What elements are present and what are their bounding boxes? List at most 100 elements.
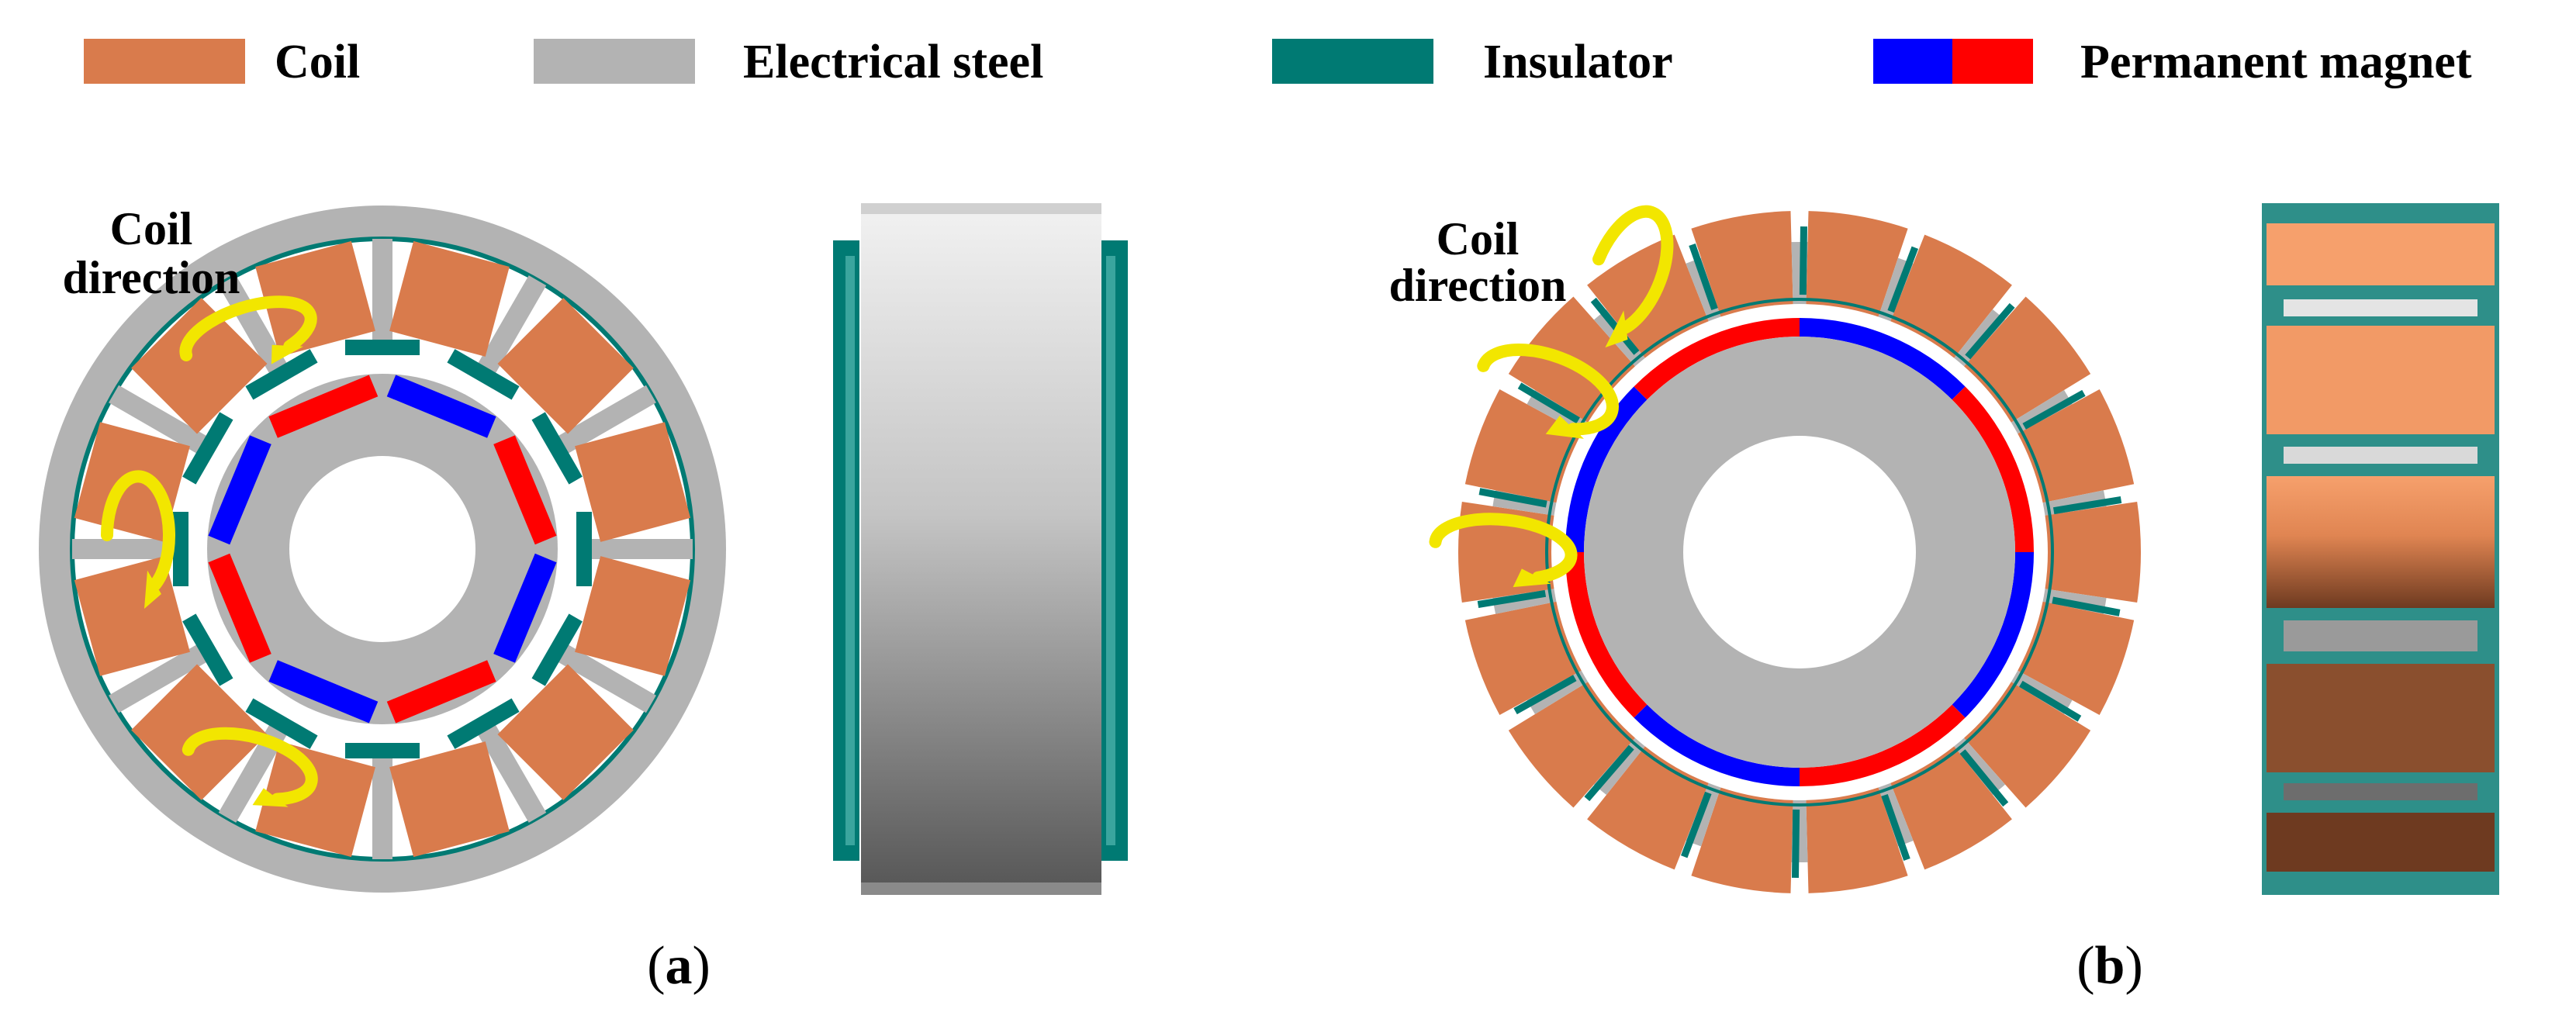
b-coil-arrow-3-ring bbox=[1429, 513, 1578, 584]
a-coil bbox=[575, 556, 691, 676]
b-insulator-inner-ring bbox=[1545, 298, 2054, 806]
a-tooth-shoe bbox=[182, 412, 233, 485]
b-magnet-segment bbox=[1565, 386, 1648, 552]
a-tooth-shoe bbox=[345, 340, 420, 355]
b-magnet-segment bbox=[1634, 704, 1800, 786]
a-permanent-magnet bbox=[268, 660, 379, 724]
a-shaft-hole bbox=[289, 456, 475, 642]
b-magnet-segment bbox=[1952, 386, 2034, 552]
a-coil bbox=[255, 741, 375, 858]
b-coil-arrow-2 bbox=[1477, 344, 1619, 439]
b-slot-insulator bbox=[1881, 793, 1910, 862]
a-tooth-shoe bbox=[447, 349, 520, 400]
side-b-coil-4 bbox=[2267, 664, 2495, 772]
a-stator-tooth bbox=[72, 539, 175, 559]
side-a-left-insulator-inner bbox=[845, 256, 855, 845]
b-slot-insulator bbox=[1959, 749, 2009, 807]
caption-a-close: ) bbox=[693, 936, 711, 996]
a-stator-tooth bbox=[477, 275, 547, 375]
legend-label-magnet: Permanent magnet bbox=[2080, 36, 2472, 88]
a-coil-arrow-top bbox=[179, 295, 317, 364]
a-coil-arrow-left-ring bbox=[101, 470, 175, 591]
b-coil-block bbox=[2018, 389, 2135, 503]
a-tooth-shoe bbox=[447, 698, 520, 749]
a-tooth-shoe bbox=[531, 613, 583, 686]
a-coil-arrow-bottom-ring bbox=[182, 727, 318, 806]
b-shaft-hole bbox=[1683, 436, 1916, 668]
a-tooth-shoe bbox=[182, 613, 233, 686]
b-coil-block bbox=[1464, 389, 1582, 503]
caption-a-open: ( bbox=[647, 936, 665, 996]
side-a-right-insulator-inner bbox=[1106, 256, 1115, 845]
a-stator-tooth bbox=[109, 385, 208, 454]
b-magnet-segment bbox=[1634, 318, 1800, 400]
a-coil-arrow-bottom-head bbox=[252, 788, 289, 807]
b-slot-insulator bbox=[1590, 297, 1640, 355]
annotation-b-line1: Coil bbox=[1437, 213, 1520, 264]
motor-a-radial-view bbox=[39, 206, 726, 893]
b-coil-block bbox=[1806, 787, 1908, 893]
b-slot-insulator bbox=[1680, 791, 1712, 858]
b-coil-block bbox=[1691, 787, 1793, 893]
a-coil-arrow-top-ring bbox=[179, 295, 317, 361]
b-slot-insulator bbox=[1478, 488, 1547, 508]
a-stator-tooth bbox=[557, 385, 656, 454]
annotation-a: Coil direction bbox=[63, 203, 240, 303]
a-stator-tooth bbox=[218, 275, 288, 375]
b-coil-arrow-1 bbox=[1592, 205, 1674, 348]
a-stator-tooth bbox=[477, 724, 547, 823]
legend-label-coil: Coil bbox=[275, 36, 360, 88]
b-coil-block bbox=[2018, 601, 2135, 715]
side-b-coil-5 bbox=[2267, 813, 2495, 872]
a-tooth-shoe bbox=[576, 512, 592, 586]
a-coil bbox=[575, 422, 691, 542]
legend-swatch-steel bbox=[534, 39, 695, 84]
b-magnet-segment bbox=[1952, 552, 2034, 718]
a-coil bbox=[497, 664, 634, 800]
a-coil bbox=[389, 240, 510, 357]
side-b-coil-3 bbox=[2267, 476, 2495, 608]
b-coil-arrow-1-head bbox=[1605, 310, 1628, 348]
a-tooth-shoe bbox=[245, 698, 318, 749]
a-coil bbox=[497, 298, 634, 434]
b-coil-block bbox=[2045, 501, 2141, 603]
a-permanent-magnet bbox=[493, 435, 557, 545]
b-coil-arrow-2-head bbox=[1545, 415, 1584, 439]
legend-swatch-magnet-red bbox=[1952, 39, 2033, 84]
a-permanent-magnet bbox=[208, 553, 271, 663]
legend-item-coil: Coil bbox=[84, 36, 360, 88]
annotation-a-line1: Coil bbox=[110, 203, 193, 254]
a-coil-arrow-left-head bbox=[144, 570, 161, 609]
b-coil-arrow-3 bbox=[1429, 513, 1578, 588]
b-coil-block bbox=[1587, 746, 1709, 870]
a-tooth-shoe bbox=[345, 743, 420, 758]
b-coil-arrow-1-ring bbox=[1592, 205, 1674, 334]
annotation-b-line2: direction bbox=[1389, 260, 1567, 311]
legend-swatch-insulator bbox=[1272, 39, 1433, 84]
caption-a-letter: a bbox=[666, 936, 693, 996]
side-b-gap-1 bbox=[2284, 299, 2477, 316]
b-slot-insulator bbox=[2052, 496, 2122, 515]
a-stator-tooth bbox=[590, 539, 693, 559]
b-slot-insulator bbox=[1887, 246, 1919, 313]
b-slot-insulator bbox=[1513, 675, 1577, 715]
b-coil-block bbox=[1890, 746, 2012, 870]
a-coil bbox=[255, 240, 375, 357]
legend: Coil Electrical steel Insulator Permanen… bbox=[84, 36, 2472, 88]
a-tooth-shoe bbox=[531, 412, 583, 485]
a-permanent-magnet bbox=[386, 375, 496, 438]
b-slot-insulator bbox=[1517, 382, 1580, 424]
a-stator-tooth bbox=[557, 644, 656, 713]
legend-swatch-coil bbox=[84, 39, 245, 84]
b-coil-block bbox=[1806, 211, 1908, 317]
caption-b-close: ) bbox=[2125, 936, 2142, 996]
side-b-coil-1 bbox=[2267, 223, 2495, 285]
b-slot-insulator bbox=[2052, 596, 2121, 617]
b-slot-insulator bbox=[2019, 680, 2082, 722]
side-b-gap-2 bbox=[2284, 447, 2477, 464]
annotation-a-line2: direction bbox=[63, 252, 240, 303]
b-coil-arrow-2-ring bbox=[1477, 344, 1619, 436]
a-tooth-shoe bbox=[245, 349, 318, 400]
a-stator-tooth bbox=[372, 757, 392, 859]
